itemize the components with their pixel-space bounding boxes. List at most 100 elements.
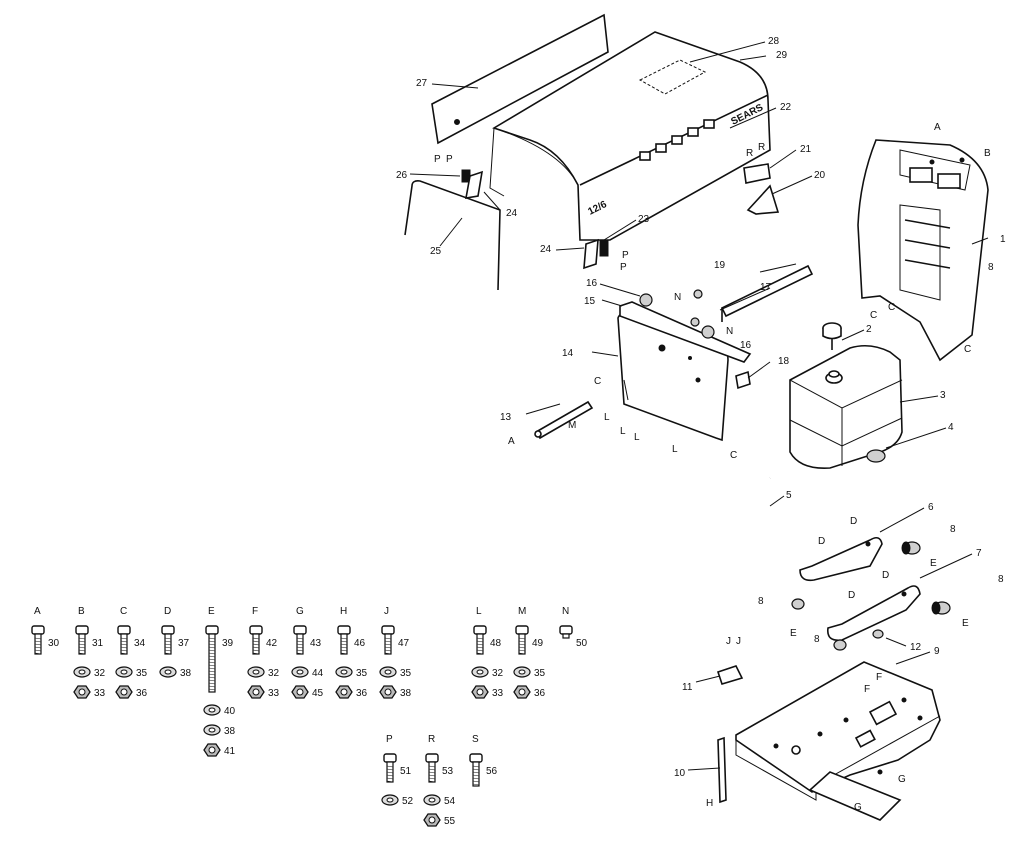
part-number-47: 47: [398, 638, 410, 649]
bolt-50: [559, 625, 573, 639]
part-number-33: 33: [268, 688, 280, 699]
callout-23: 23: [638, 214, 650, 225]
svg-text:A: A: [934, 122, 941, 133]
bolt-49: [515, 625, 529, 655]
bolt-48: [473, 625, 487, 655]
spacer-part-8-c: [791, 598, 805, 610]
callout-22: 22: [780, 102, 792, 113]
frame-part-9: [735, 661, 941, 821]
hardware-set-S: S56: [469, 734, 498, 787]
part-number-36: 36: [136, 688, 148, 699]
svg-text:L: L: [604, 412, 610, 423]
part-number-40: 40: [224, 706, 236, 717]
svg-text:H: H: [706, 798, 713, 809]
callout-12: 12: [910, 642, 922, 653]
part-number-44: 44: [312, 668, 324, 679]
callout-24a: 24: [506, 208, 518, 219]
part-number-36: 36: [534, 688, 546, 699]
svg-text:E: E: [790, 628, 797, 639]
bolt-51: [383, 753, 397, 783]
svg-text:L: L: [672, 444, 678, 455]
bolt-42: [249, 625, 263, 655]
hardware-letter-J: J: [384, 606, 389, 617]
fuel-tank-part-3: [789, 344, 903, 469]
seat-panel-part-1: [857, 139, 989, 362]
part-number-41: 41: [224, 746, 236, 757]
spacer-part-8-b: [931, 601, 951, 615]
hardware-set-C: C 34 35 36: [115, 606, 148, 699]
hardware-letter-L: L: [476, 606, 482, 617]
hardware-legend: A30B313233C343536D3738E39403841F423233G4…: [31, 606, 588, 827]
hardware-set-A: A30: [31, 606, 60, 655]
nut-38: [379, 685, 397, 699]
bracket-part-7: [826, 585, 921, 642]
callout-1: 1: [1000, 234, 1006, 245]
svg-text:L: L: [634, 432, 640, 443]
bolt-30: [31, 625, 45, 655]
callout-8a: 8: [950, 524, 956, 535]
part-number-30: 30: [48, 638, 60, 649]
callout-5: 5: [786, 490, 792, 501]
bolt-31: [75, 625, 89, 655]
hardware-letter-S: S: [472, 734, 479, 745]
cap-part-4: [866, 449, 886, 463]
callout-14: 14: [562, 348, 574, 359]
svg-text:C: C: [870, 310, 877, 321]
part-number-48: 48: [490, 638, 502, 649]
callout-7: 7: [976, 548, 982, 559]
washer-32: [73, 666, 91, 678]
callout-20: 20: [814, 170, 826, 181]
bolt-34: [117, 625, 131, 655]
bolt-37: [161, 625, 175, 655]
part-number-38: 38: [180, 668, 192, 679]
part-number-45: 45: [312, 688, 324, 699]
svg-text:R: R: [746, 148, 753, 159]
callout-9: 9: [934, 646, 940, 657]
hinge-part-23: [583, 238, 609, 270]
part-number-38: 38: [224, 726, 236, 737]
svg-text:M: M: [568, 420, 576, 431]
hardware-letter-C: C: [120, 606, 127, 617]
callout-24b: 24: [540, 244, 552, 255]
part-number-53: 53: [442, 766, 454, 777]
part-number-35: 35: [136, 668, 148, 679]
svg-text:D: D: [882, 570, 889, 581]
part-number-31: 31: [92, 638, 104, 649]
bolt-53: [425, 753, 439, 783]
bolt-43: [293, 625, 307, 655]
callout-13: 13: [500, 412, 512, 423]
svg-text:G: G: [854, 802, 862, 813]
callout-18: 18: [778, 356, 790, 367]
bolt-46: [337, 625, 351, 655]
svg-text:J: J: [726, 636, 731, 647]
callout-8d: 8: [814, 634, 820, 645]
nut-36: [115, 685, 133, 699]
part-number-52: 52: [402, 796, 414, 807]
part-number-38: 38: [400, 688, 412, 699]
svg-text:L: L: [620, 426, 626, 437]
washer-32: [471, 666, 489, 678]
part-number-43: 43: [310, 638, 322, 649]
svg-text:D: D: [850, 516, 857, 527]
svg-text:N: N: [674, 292, 681, 303]
svg-text:E: E: [962, 618, 969, 629]
nut-33: [73, 685, 91, 699]
part-number-37: 37: [178, 638, 190, 649]
callout-16b: 16: [740, 340, 752, 351]
dash-trim-part-15: [619, 301, 752, 363]
svg-text:F: F: [876, 672, 882, 683]
callout-21: 21: [800, 144, 812, 155]
part-number-34: 34: [134, 638, 146, 649]
bolt-47: [381, 625, 395, 655]
spacer-part-8-a: [901, 541, 921, 555]
callout-4: 4: [948, 422, 954, 433]
grommet-part-17: [690, 289, 703, 327]
hardware-letter-B: B: [78, 606, 85, 617]
svg-text:C: C: [964, 344, 971, 355]
